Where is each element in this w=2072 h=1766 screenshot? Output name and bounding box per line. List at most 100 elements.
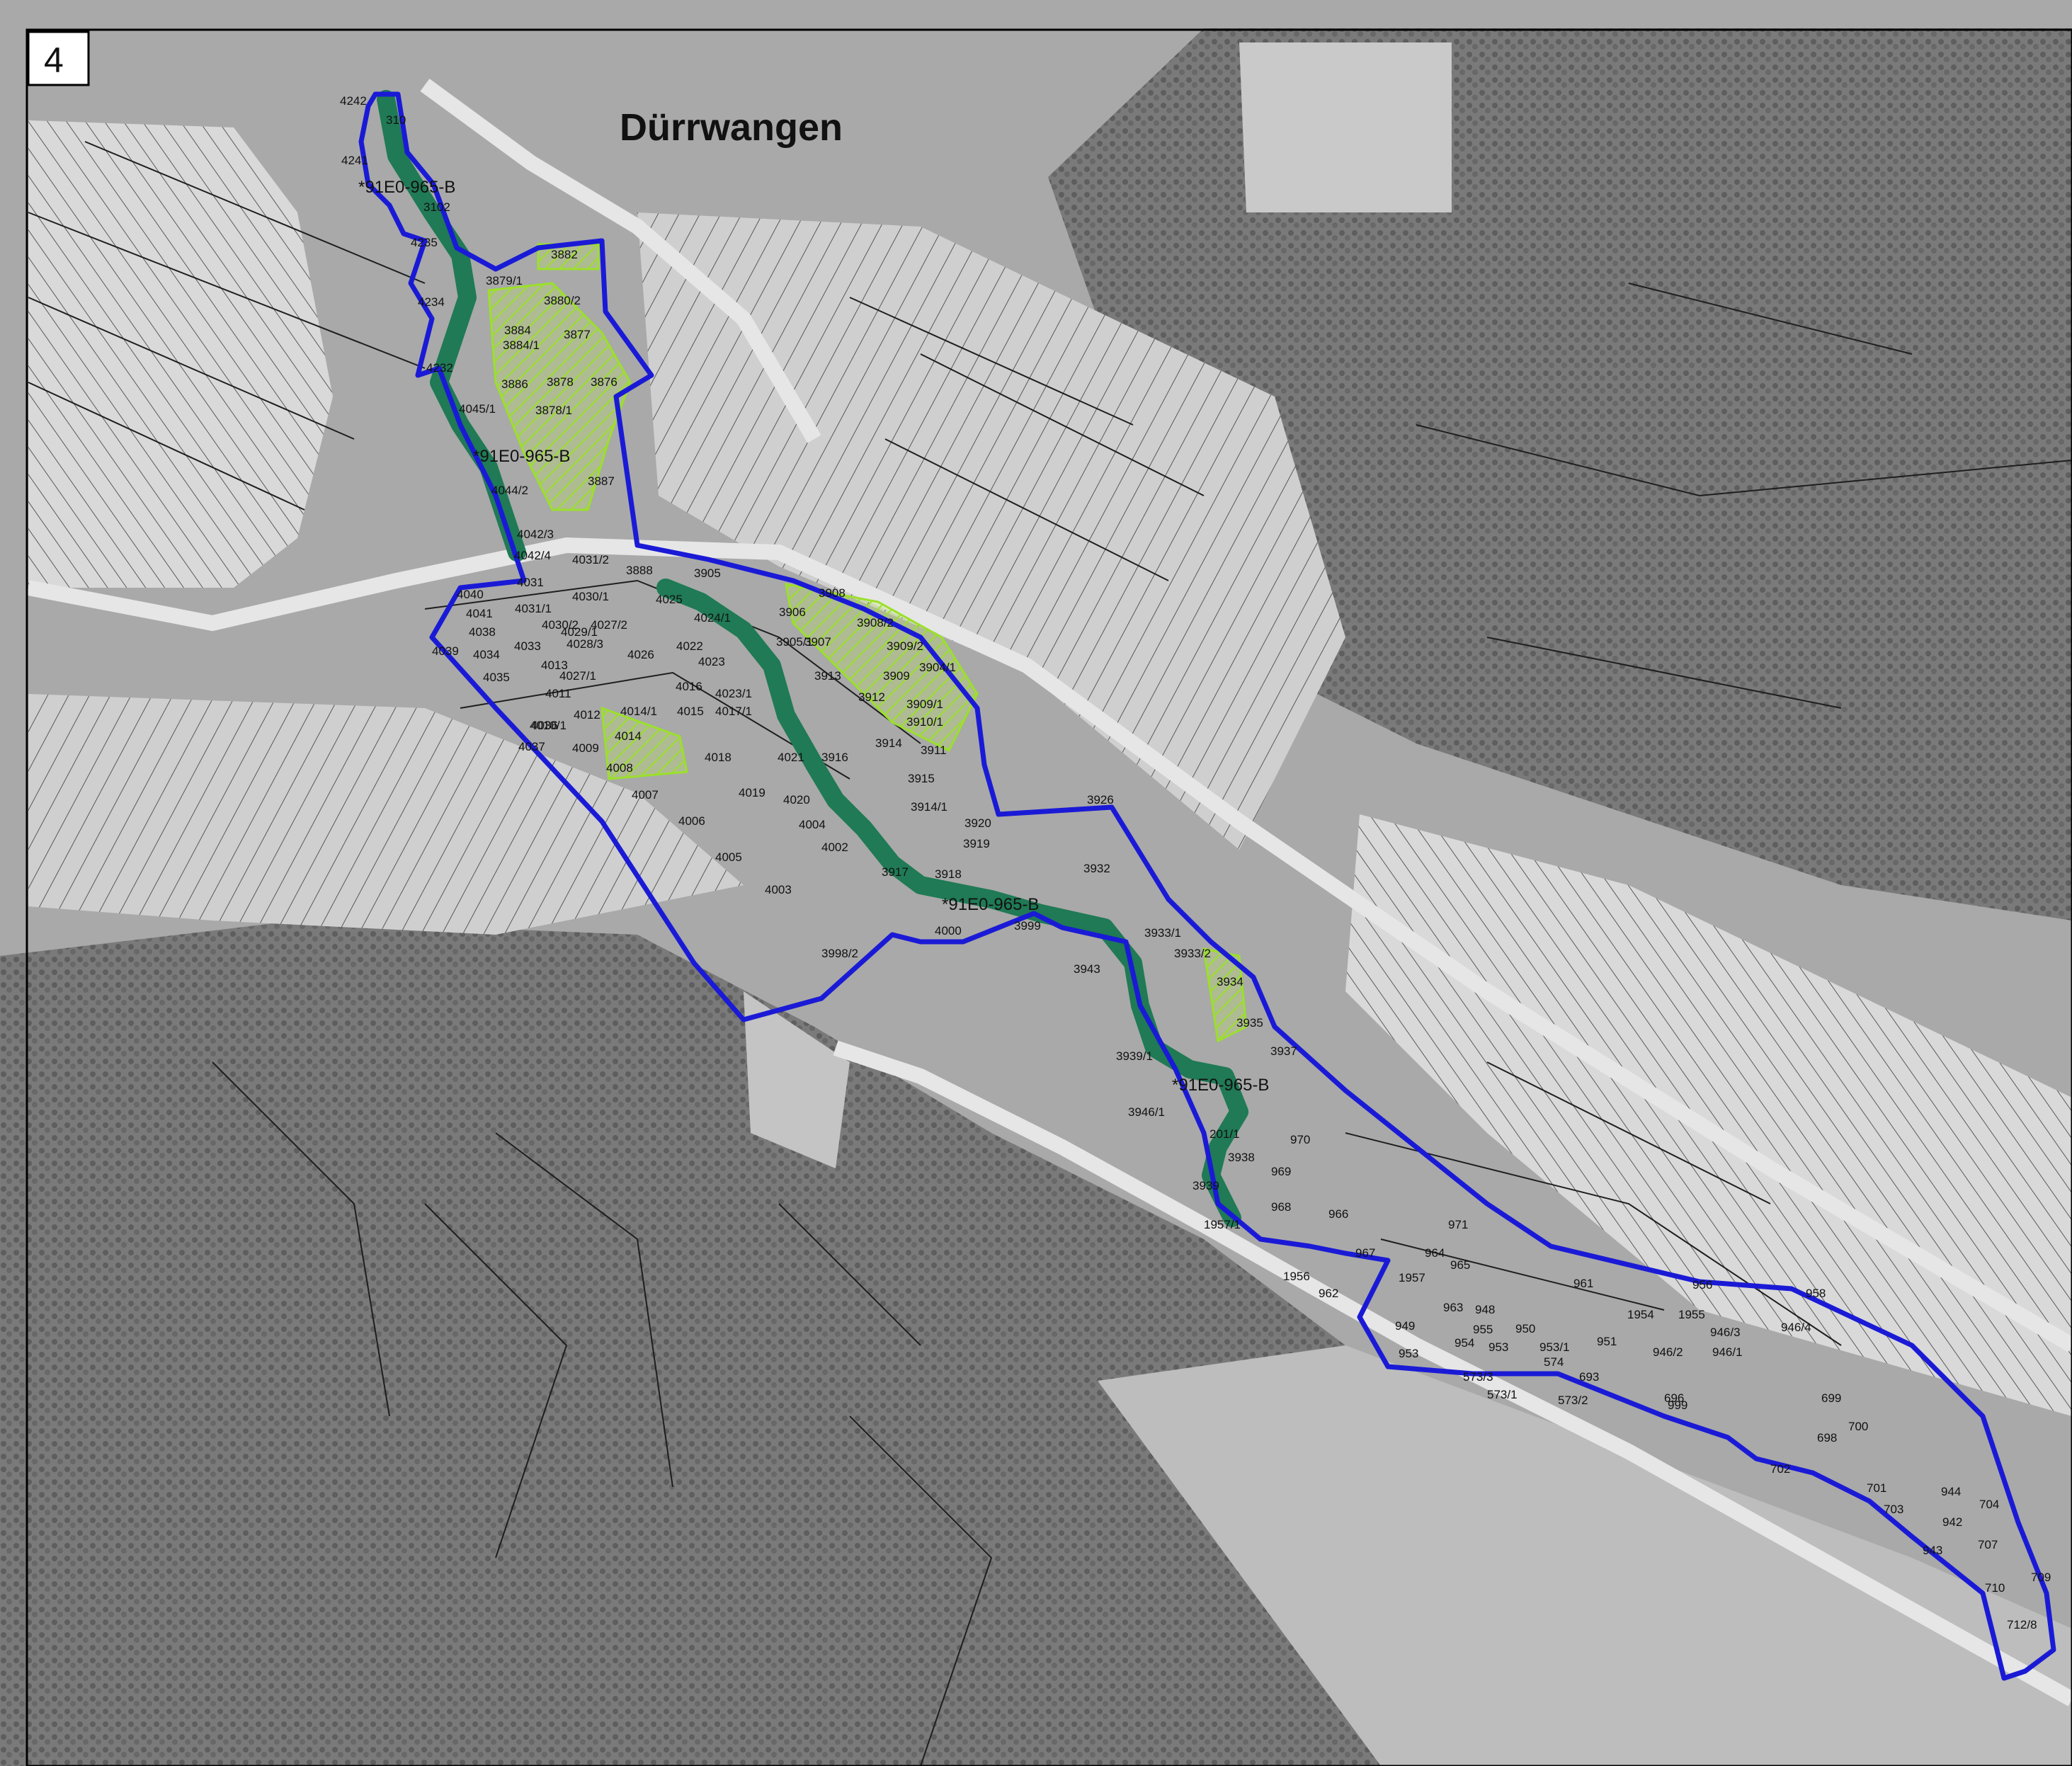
parcel-number: 3878 [547,375,574,389]
parcel-number: 999 [1668,1398,1687,1412]
parcel-number: 3935 [1236,1016,1263,1030]
parcel-number: 953 [1488,1340,1508,1354]
parcel-number: 3937 [1270,1044,1297,1058]
parcel-number: 3939/1 [1116,1049,1153,1063]
map-frame [25,28,2072,1766]
parcel-number: 3913 [814,669,841,683]
parcel-number: 1957/1 [1204,1218,1241,1231]
parcel-number: 964 [1425,1246,1445,1260]
parcel-number: 700 [1848,1420,1868,1433]
parcel-number: 573/3 [1463,1370,1493,1384]
parcel-number: 4241 [341,154,368,167]
parcel-number: 4028/3 [567,637,603,651]
parcel-number: 702 [1770,1462,1790,1476]
parcel-number: 4012 [574,708,600,722]
parcel-number: 967 [1355,1246,1375,1260]
parcel-number: 3917 [882,865,909,879]
parcel-number: 3914 [875,736,902,750]
parcel-number: 4029/1 [561,625,598,639]
parcel-number: 4027/1 [559,669,596,683]
parcel-number: 942 [1942,1515,1962,1529]
parcel-number: 3906 [779,605,806,619]
parcel-number: 3920 [964,816,991,830]
parcel-number: 4000 [935,924,962,938]
parcel-number: 4024/1 [694,611,731,625]
parcel-number: 3943 [1074,962,1100,976]
parcel-number: 4021 [778,751,804,764]
parcel-number: 3909/1 [906,697,943,711]
parcel-number: 696 [1664,1391,1684,1405]
parcel-number: 3884 [504,324,531,337]
parcel-number: 4019 [739,786,765,799]
parcel-number: 4038 [469,625,496,639]
parcel-number: 3907 [804,635,831,649]
parcel-number: 3877 [564,328,591,341]
parcel-number: 961 [1573,1277,1593,1290]
parcel-number: 955 [1473,1323,1493,1336]
parcel-number: 3915 [908,772,935,785]
parcel-number: 3904/1 [919,661,956,674]
parcel-number: 3914/1 [911,800,947,814]
habitat-label-3: *91E0-965-B [942,895,1039,914]
parcel-number: 4039 [432,644,459,658]
parcel-number: 573/1 [1487,1388,1518,1401]
parcel-number: 3886 [501,377,528,391]
parcel-number: 3879/1 [486,274,523,287]
parcel-number: 574 [1544,1355,1564,1369]
parcel-number: 4018 [705,751,732,764]
parcel-number: 693 [1579,1370,1599,1384]
parcel-number: 956 [1692,1278,1712,1292]
parcel-number: 3909/2 [887,639,923,653]
parcel-number: 4045/1 [459,402,496,416]
parcel-number: 4042/3 [517,528,554,541]
parcel-number: 948 [1475,1303,1495,1316]
parcel-number: 3905 [694,566,721,580]
parcel-number: 1956 [1283,1270,1310,1283]
parcel-number: 4022 [676,639,703,653]
parcel-number: 3911 [921,744,947,757]
parcel-number: 3887 [588,474,615,488]
parcel-number: 954 [1455,1336,1474,1350]
parcel-number: 4242 [340,94,367,108]
parcel-number: 950 [1515,1322,1535,1335]
parcel-number: 4031/1 [515,602,552,615]
habitat-label-4: *91E0-965-B [1172,1076,1269,1095]
forest-areas [0,28,2072,1766]
parcel-number: 4234 [418,295,445,309]
parcel-number: 3910/1 [906,715,943,729]
hatched-habitat-areas [487,243,1248,1043]
parcel-number: 4027/2 [591,618,627,632]
parcel-number: 4010/1 [530,719,567,732]
parcel-number: 963 [1443,1301,1463,1314]
parcel-number: 3933/1 [1144,926,1181,940]
parcel-number: 965 [1450,1258,1470,1272]
parcel-number: 946/2 [1653,1345,1683,1359]
parcel-number: 3926 [1087,793,1114,807]
parcel-number: 4014 [615,729,642,743]
parcel-number: 4020 [783,793,810,807]
parcel-number: 971 [1448,1218,1468,1231]
sheet-number-box [27,30,90,86]
parcel-number: 3888 [626,564,653,577]
roads [26,79,2072,1707]
parcel-number: 4042/4 [514,549,551,562]
parcel-number: 4034 [473,648,500,661]
parcel-number: 3919 [963,837,990,850]
parcel-number: 4044/2 [491,484,528,497]
parcel-number: 946/1 [1712,1345,1743,1359]
parcel-number: 4026 [627,648,654,661]
parcel-number: 4016 [676,680,702,693]
parcel-number: 4011 [545,687,571,700]
parcel-number: 1957 [1399,1271,1425,1284]
field-strips [28,120,2072,1766]
parcel-number: 4040 [457,588,484,601]
parcel-number: 953/1 [1539,1340,1570,1354]
parcel-number: 3918 [935,867,962,881]
town-label: Dürrwangen [620,106,843,149]
parcel-number: 4035 [483,671,510,684]
study-area-boundary [358,91,2056,1681]
parcel-number: 4015 [677,705,704,718]
parcel-number: 4030/2 [542,618,579,632]
parcel-number: 3933/2 [1174,947,1211,960]
parcel-number: 3908/2 [857,616,894,630]
